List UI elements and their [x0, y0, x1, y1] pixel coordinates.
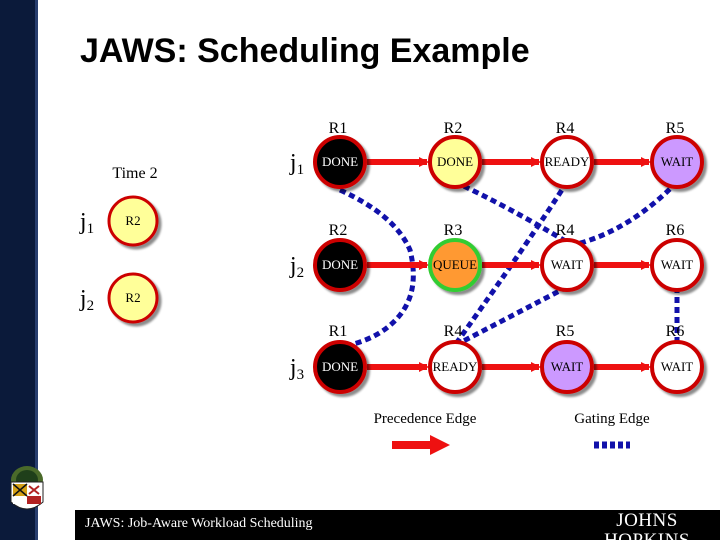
- resource-label: R3: [444, 222, 463, 239]
- task-node: DONE: [428, 135, 482, 189]
- job-rows: j1DONER1DONER2READYR4WAITR5j2DONER2QUEUE…: [289, 120, 704, 394]
- left-node-label: R2: [125, 213, 140, 228]
- task-state-label: READY: [433, 359, 478, 374]
- sidebar-edge: [35, 0, 38, 540]
- footer-bar: JAWS: Job-Aware Workload Scheduling JOHN…: [75, 510, 720, 557]
- task-node-circle: [650, 238, 704, 292]
- task-state-label: WAIT: [551, 257, 584, 272]
- gating-edges: [338, 179, 680, 350]
- task-state-label: DONE: [437, 154, 473, 169]
- task-node: READY: [540, 135, 594, 189]
- task-node-circle: [540, 238, 594, 292]
- task-state-label: WAIT: [661, 359, 694, 374]
- task-node-circle: [313, 135, 367, 189]
- task-node-circle: [428, 135, 482, 189]
- task-node-circle: [650, 340, 704, 394]
- gating-edge: [453, 179, 569, 245]
- left-node-circle: [107, 195, 159, 247]
- task-node-circle: [428, 238, 482, 292]
- task-node-circle: [540, 135, 594, 189]
- resource-label: R5: [666, 120, 685, 137]
- resource-label: R1: [329, 323, 348, 340]
- task-node: QUEUE: [428, 238, 482, 292]
- resource-label: R5: [556, 323, 575, 340]
- resource-label: R2: [329, 222, 348, 239]
- university-seal-icon: [10, 466, 44, 510]
- task-node: DONE: [313, 238, 367, 292]
- task-node: READY: [428, 340, 482, 394]
- task-node: DONE: [313, 340, 367, 394]
- task-state-label: DONE: [322, 154, 358, 169]
- resource-label: R2: [444, 120, 463, 137]
- left-job-label-1: j1: [79, 209, 94, 237]
- legend: Precedence Edge Gating Edge: [374, 411, 650, 455]
- task-state-label: DONE: [322, 359, 358, 374]
- legend-precedence-arrowhead: [430, 435, 450, 455]
- task-node: WAIT: [650, 340, 704, 394]
- legend-gating-label: Gating Edge: [574, 411, 650, 427]
- johns-hopkins-logo: JOHNS HOPKINS UNIVERSITY: [582, 511, 712, 558]
- job-label-2: j2: [289, 253, 304, 281]
- left-node-circle: [107, 272, 159, 324]
- resource-label: R4: [556, 222, 575, 239]
- gating-edge: [450, 284, 569, 350]
- left-job-label-2: j2: [79, 286, 94, 314]
- task-state-label: QUEUE: [433, 257, 477, 272]
- task-state-label: WAIT: [551, 359, 584, 374]
- legend-precedence-label: Precedence Edge: [374, 411, 477, 427]
- task-node-circle: [313, 238, 367, 292]
- task-node-circle: [428, 340, 482, 394]
- task-state-label: DONE: [322, 257, 358, 272]
- time-label: Time 2: [112, 165, 157, 182]
- logo-line1: JOHNS HOPKINS: [604, 510, 690, 551]
- task-state-label: WAIT: [661, 154, 694, 169]
- left-node-label: R2: [125, 290, 140, 305]
- gating-edge: [338, 187, 416, 350]
- task-node: WAIT: [650, 135, 704, 189]
- task-node: DONE: [313, 135, 367, 189]
- resource-label: R6: [666, 323, 685, 340]
- task-node: WAIT: [540, 238, 594, 292]
- task-state-label: READY: [545, 154, 590, 169]
- resource-label: R1: [329, 120, 348, 137]
- task-node: WAIT: [540, 340, 594, 394]
- resource-label: R4: [444, 323, 463, 340]
- resource-label: R4: [556, 120, 575, 137]
- task-node: WAIT: [650, 238, 704, 292]
- task-node-circle: [650, 135, 704, 189]
- slide-title: JAWS: Scheduling Example: [80, 32, 530, 70]
- logo-line2: UNIVERSITY: [598, 551, 695, 557]
- gating-edge: [452, 180, 570, 347]
- task-state-label: WAIT: [661, 257, 694, 272]
- sidebar-bar: [0, 0, 38, 540]
- job-label-1: j1: [289, 150, 304, 178]
- precedence-edges: [367, 157, 651, 372]
- job-label-3: j3: [289, 355, 304, 383]
- footer-text: JAWS: Job-Aware Workload Scheduling: [85, 516, 313, 531]
- gating-edge: [576, 180, 679, 247]
- task-node-circle: [313, 340, 367, 394]
- resource-label: R6: [666, 222, 685, 239]
- task-node-circle: [540, 340, 594, 394]
